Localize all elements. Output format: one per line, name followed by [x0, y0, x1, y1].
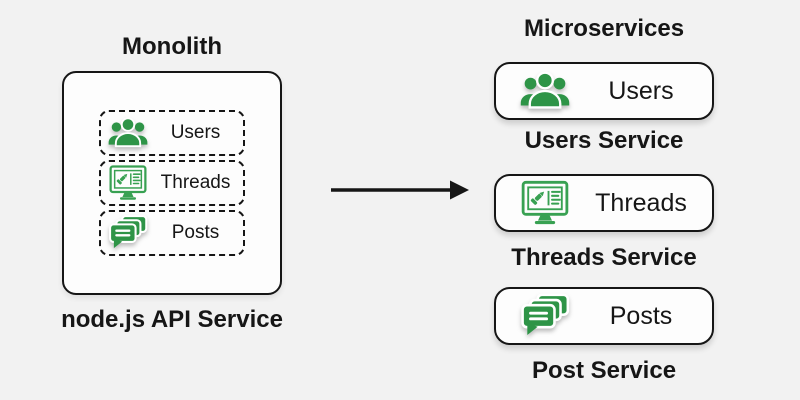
service-label-users: Users [608, 76, 674, 105]
monolith-item-label-threads: Threads [160, 172, 231, 193]
monolith-title: Monolith [122, 33, 222, 60]
service-box-posts: Posts [494, 287, 714, 345]
monolith-item-threads: Threads [99, 160, 245, 206]
posts-icon [108, 215, 148, 251]
microservices-title: Microservices [523, 15, 685, 42]
service-label-posts: Posts [609, 301, 673, 330]
threads-icon [108, 165, 148, 201]
service-caption-posts: Post Service [531, 357, 677, 384]
service-box-threads: Threads [494, 174, 714, 232]
monolith-item-posts: Posts [99, 210, 245, 256]
service-label-threads: Threads [595, 188, 687, 217]
monolith-item-users: Users [99, 110, 245, 156]
threads-icon [520, 180, 570, 226]
service-caption-users: Users Service [524, 127, 684, 154]
service-caption-threads: Threads Service [511, 244, 697, 271]
monolith-item-label-users: Users [170, 122, 221, 143]
monolith-box: Users Threads Po [62, 71, 282, 295]
users-icon [108, 115, 148, 151]
users-icon [520, 68, 570, 114]
posts-icon [520, 293, 570, 339]
monolith-item-label-posts: Posts [171, 222, 220, 243]
right-arrow-icon [331, 180, 469, 200]
monolith-caption: node.js API Service [61, 306, 283, 333]
service-box-users: Users [494, 62, 714, 120]
